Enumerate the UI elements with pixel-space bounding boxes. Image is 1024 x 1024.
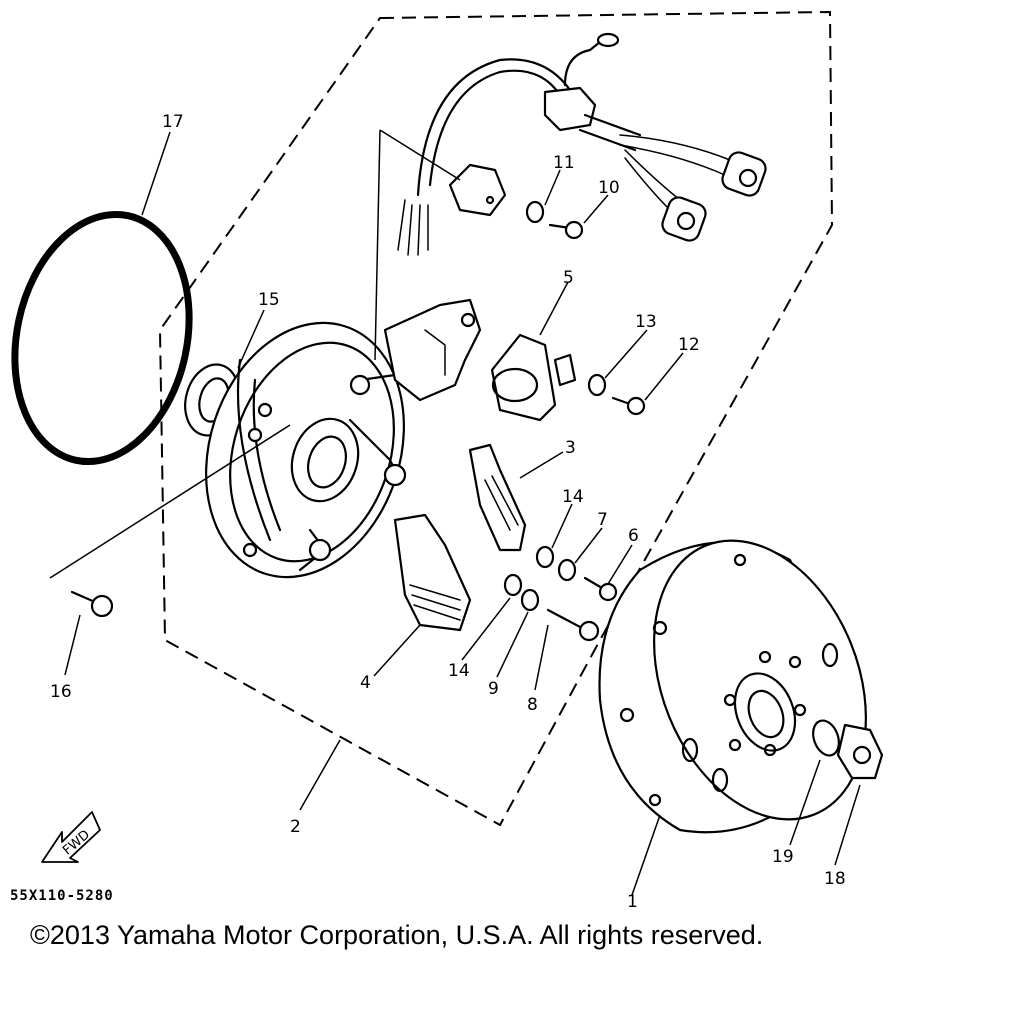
callout-13: 13: [635, 312, 657, 332]
stator-base-plate: [205, 321, 407, 579]
callout-14-upper: 14: [562, 487, 584, 507]
callout-3: 3: [565, 438, 576, 458]
callout-17: 17: [162, 112, 184, 132]
charge-coil-3: [468, 443, 527, 552]
callout-11: 11: [553, 153, 575, 173]
callout-5: 5: [563, 268, 574, 288]
washer-13: [587, 373, 607, 397]
washer-7: [557, 558, 577, 582]
callout-numbers: 1 2 3 4 5 6 7 8 9 10 11 12 13 14 14 15 1…: [50, 112, 846, 912]
callout-8: 8: [527, 695, 538, 715]
callout-4: 4: [360, 673, 371, 693]
drawing-code: 55X110-5280: [10, 888, 114, 904]
lighting-coil-4: [393, 513, 472, 632]
screw-16: [70, 590, 114, 618]
fwd-arrow-icon: FWD: [41, 811, 101, 863]
wire-harness: [397, 32, 767, 256]
callout-15: 15: [258, 290, 280, 310]
screw-6: [583, 576, 618, 602]
washer-14-lower: [503, 573, 523, 597]
cord-clamp: [448, 163, 507, 217]
callout-9: 9: [488, 679, 499, 699]
callout-12: 12: [678, 335, 700, 355]
assembly-outline: [158, 10, 834, 827]
callout-18: 18: [824, 869, 846, 889]
o-ring-17: [11, 210, 193, 466]
screw-8: [546, 608, 600, 642]
callout-6: 6: [628, 526, 639, 546]
callout-7: 7: [597, 510, 608, 530]
nut-18: [836, 723, 884, 780]
washer-11: [525, 200, 545, 224]
screw-10: [548, 220, 584, 240]
washer-14-upper: [535, 545, 555, 569]
washer-19: [812, 719, 840, 757]
rotor-flywheel-1: [598, 539, 867, 834]
leader-lines: [49, 129, 861, 896]
callout-14-lower: 14: [448, 661, 470, 681]
copyright-notice: ©2013 Yamaha Motor Corporation, U.S.A. A…: [30, 920, 764, 950]
screw-12: [611, 396, 646, 416]
callout-19: 19: [772, 847, 794, 867]
callout-16: 16: [50, 682, 72, 702]
washer-9: [520, 588, 540, 612]
callout-1: 1: [627, 892, 638, 912]
pickup-coil-5: [490, 333, 577, 422]
callout-10: 10: [598, 178, 620, 198]
callout-2: 2: [290, 817, 301, 837]
upper-bracket: [383, 298, 482, 402]
